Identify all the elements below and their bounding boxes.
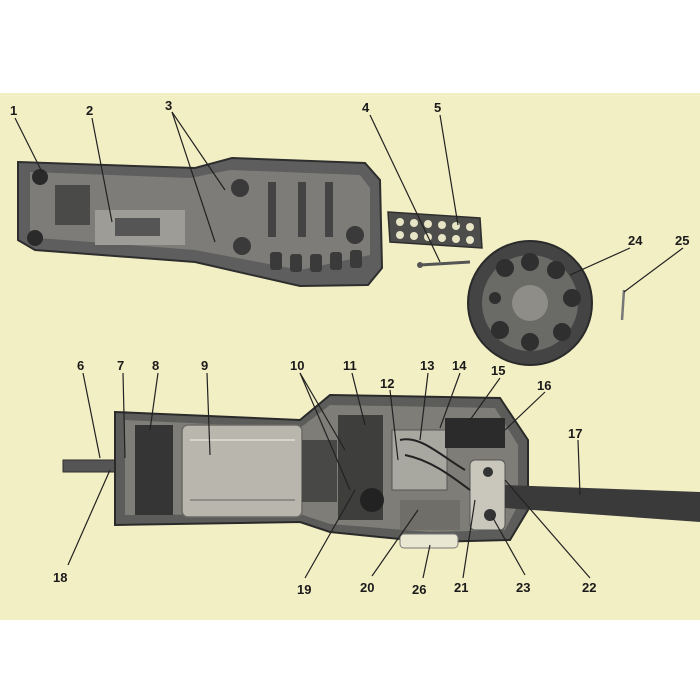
label-part-24: 24 [628, 233, 643, 248]
label-part-23: 23 [516, 580, 530, 595]
motor-assembly [62, 393, 529, 549]
label-part-25: 25 [675, 233, 689, 248]
output-shaft [62, 459, 122, 473]
label-part-9: 9 [201, 358, 208, 373]
label-part-4: 4 [362, 100, 370, 115]
filter-grid [387, 211, 483, 249]
label-part-14: 14 [452, 358, 467, 373]
label-part-6: 6 [77, 358, 84, 373]
power-cord [505, 485, 700, 522]
label-part-1: 1 [10, 103, 17, 118]
capacitor [445, 418, 505, 448]
fan [135, 425, 173, 515]
label-part-17: 17 [568, 426, 582, 441]
label-part-26: 26 [412, 582, 426, 597]
motor-stator [181, 424, 303, 518]
label-part-18: 18 [53, 570, 67, 585]
label-part-3: 3 [165, 98, 172, 113]
label-part-13: 13 [420, 358, 434, 373]
label-part-11: 11 [343, 358, 357, 373]
housing-half-top [17, 156, 384, 288]
end-cap [467, 240, 593, 366]
label-part-8: 8 [152, 358, 159, 373]
label-part-20: 20 [360, 580, 374, 595]
label-part-22: 22 [582, 580, 596, 595]
label-part-15: 15 [491, 363, 505, 378]
pin-25 [620, 289, 626, 321]
label-part-7: 7 [117, 358, 124, 373]
label-part-21: 21 [454, 580, 468, 595]
label-part-16: 16 [537, 378, 551, 393]
leader-lines [14, 111, 684, 579]
label-part-12: 12 [380, 376, 394, 391]
screw-4 [417, 260, 471, 268]
label-part-19: 19 [297, 582, 311, 597]
switch-lever [399, 533, 459, 549]
label-part-2: 2 [86, 103, 93, 118]
label-part-5: 5 [434, 100, 441, 115]
label-part-10: 10 [290, 358, 304, 373]
